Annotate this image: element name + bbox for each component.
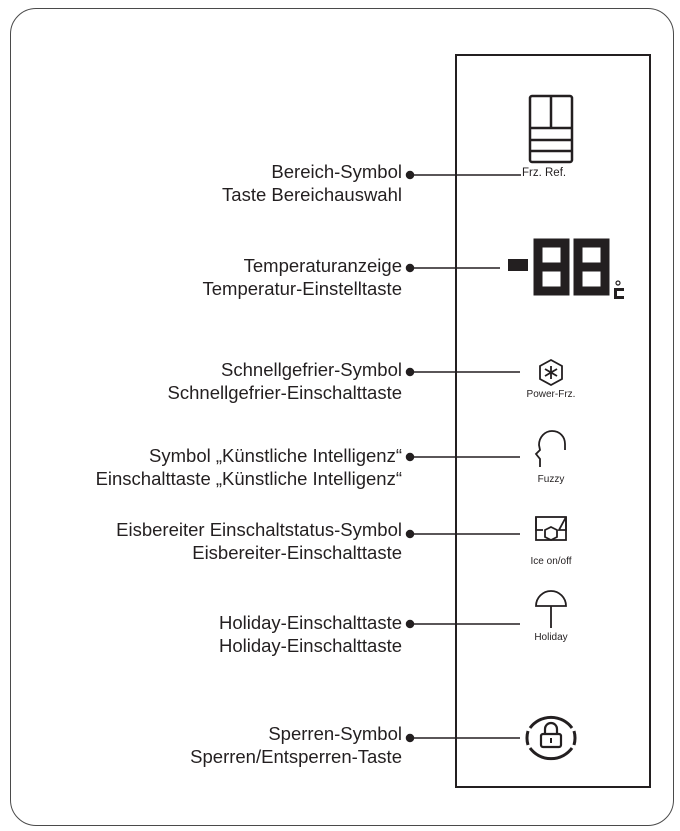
holiday-caption: Holiday (534, 632, 568, 643)
label-power-freeze-symbol: Schnellgefrier-Symbol (221, 359, 402, 380)
fuzzy-caption: Fuzzy (537, 474, 565, 485)
label-fuzzy-button: Einschalttaste „Künstliche Intelligenz“ (95, 468, 402, 489)
temperature-display-icon (508, 238, 624, 299)
label-zone: Bereich-Symbol Taste Bereichauswahl (222, 160, 402, 206)
label-power-freeze-button: Schnellgefrier-Einschalttaste (167, 382, 402, 403)
label-lock-symbol: Sperren-Symbol (268, 723, 402, 744)
diagram-frame (10, 8, 674, 826)
ice-caption: Ice on/off (530, 556, 572, 567)
label-fuzzy-symbol: Symbol „Künstliche Intelligenz“ (149, 445, 402, 466)
celsius-icon (614, 288, 624, 299)
digit-8-left (533, 238, 570, 296)
head-profile-icon (534, 430, 566, 467)
leader-dot-fuzzy (405, 452, 415, 462)
label-zone-symbol: Bereich-Symbol (271, 161, 402, 182)
label-ice-maker-symbol: Eisbereiter Einschaltstatus-Symbol (116, 519, 402, 540)
label-zone-button: Taste Bereichauswahl (222, 184, 402, 205)
control-panel (455, 54, 651, 788)
label-fuzzy: Symbol „Künstliche Intelligenz“ Einschal… (96, 444, 402, 490)
label-temperature-symbol: Temperaturanzeige (243, 255, 402, 276)
label-ice-maker-button: Eisbereiter-Einschalttaste (192, 542, 402, 563)
leader-dot-ice-maker (405, 529, 415, 539)
label-temperature-button: Temperatur-Einstelltaste (202, 278, 402, 299)
ice-maker-icon (535, 516, 567, 542)
label-temperature: Temperaturanzeige Temperatur-Einstelltas… (203, 254, 402, 300)
label-holiday-symbol: Holiday-Einschalttaste (218, 612, 402, 633)
leader-dot-zone (405, 170, 415, 180)
label-power-freeze: Schnellgefrier-Symbol Schnellgefrier-Ein… (168, 358, 402, 404)
lock-icon (525, 715, 577, 761)
minus-segment (508, 259, 528, 271)
leader-dot-temperature (405, 263, 415, 273)
degree-icon (615, 280, 621, 286)
label-holiday-button: Holiday-Einschalttaste (218, 635, 402, 656)
fridge-zone-icon (528, 94, 574, 164)
leader-dot-lock (405, 733, 415, 743)
leader-dot-power-freeze (405, 367, 415, 377)
label-ice-maker: Eisbereiter Einschaltstatus-Symbol Eisbe… (116, 518, 402, 564)
power-frz-caption: Power-Frz. (526, 389, 576, 400)
umbrella-icon (535, 590, 567, 628)
leader-dot-holiday (405, 619, 415, 629)
snowflake-hexagon-icon (539, 358, 563, 387)
digit-8-right (573, 238, 610, 296)
label-lock-button: Sperren/Entsperren-Taste (190, 746, 402, 767)
label-lock: Sperren-Symbol Sperren/Entsperren-Taste (190, 722, 402, 768)
zone-caption: Frz. Ref. (522, 167, 567, 179)
label-holiday: Holiday-Einschalttaste Holiday-Einschalt… (219, 611, 402, 657)
